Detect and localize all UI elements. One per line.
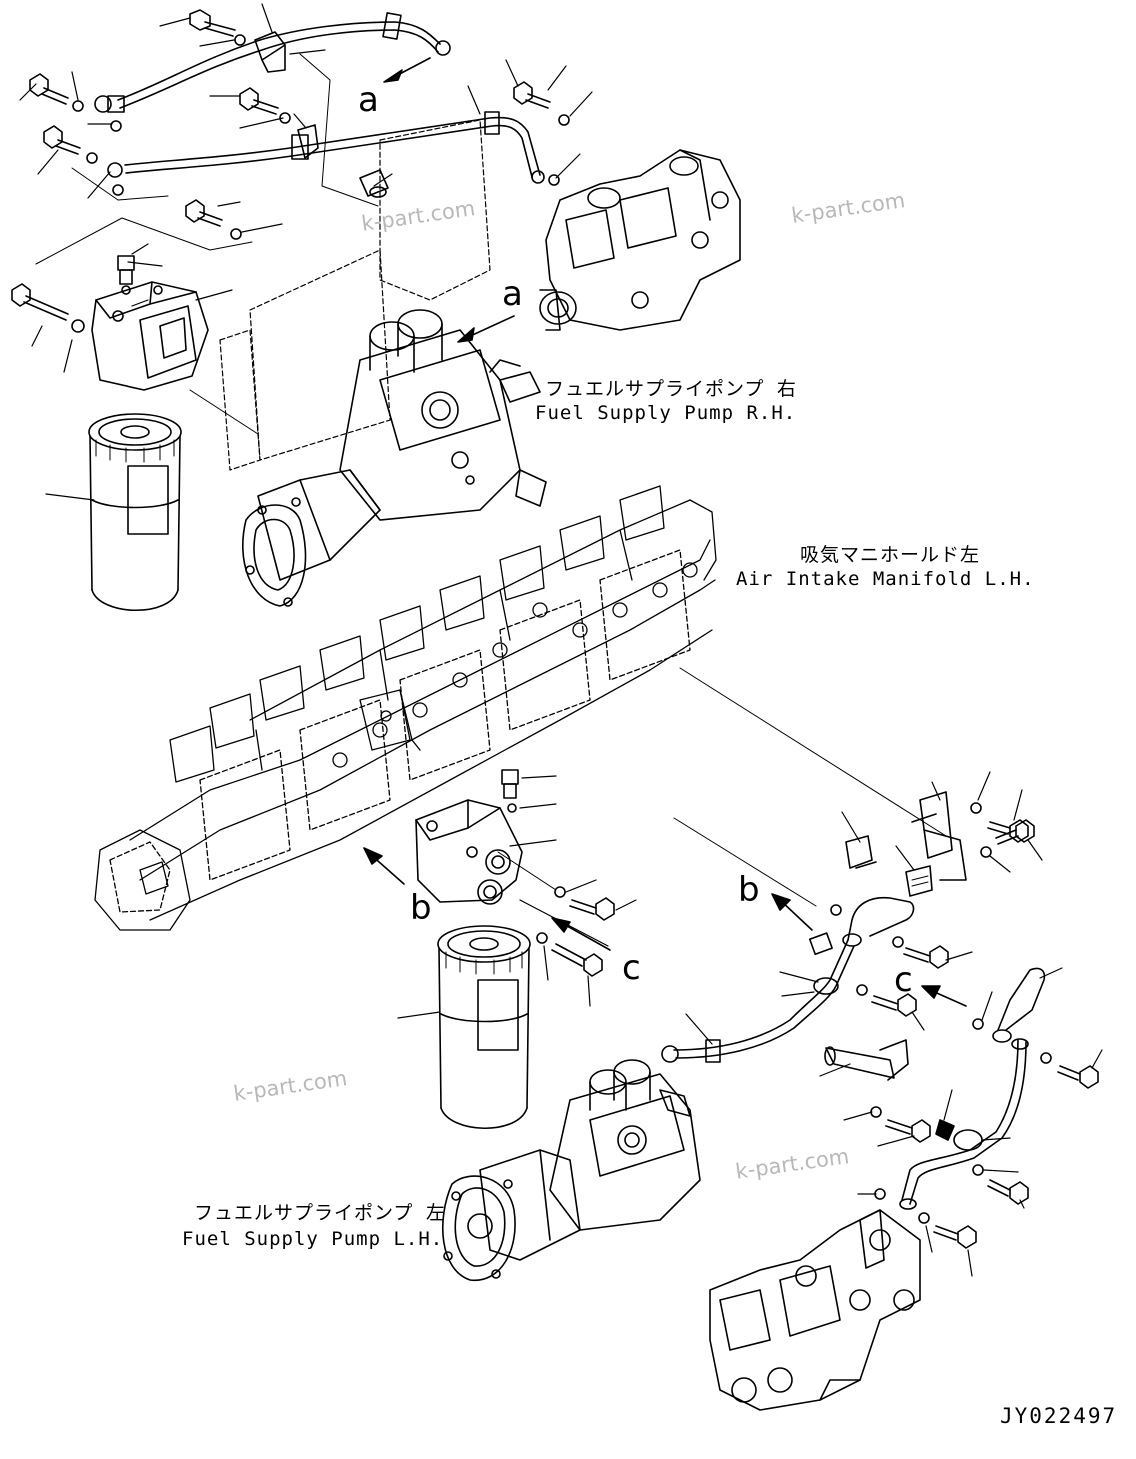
upper-fuel-filter-cartridge xyxy=(88,413,182,612)
leader-line-lower-filter xyxy=(397,1011,441,1019)
hose-clamp-upper xyxy=(254,31,286,73)
fuel-supply-pump-rh xyxy=(242,309,547,607)
hose-clamp-lower xyxy=(297,124,319,159)
leader-lines-top xyxy=(19,3,593,501)
pump-lh-label-en: Fuel Supply Pump L.H. xyxy=(182,1228,444,1250)
pump-lh-label-jp: フュエルサプライポンプ 左 xyxy=(194,1202,446,1224)
air-intake-manifold xyxy=(94,485,717,931)
lower-fuel-pipe xyxy=(899,967,1046,1210)
arrow-b-right xyxy=(771,893,813,931)
pump-rh-label-jp: フュエルサプライポンプ 右 xyxy=(545,378,797,400)
arrow-c-filter xyxy=(551,917,611,951)
lower-fuel-filter-cartridge xyxy=(437,925,531,1130)
arrow-a-top xyxy=(383,57,431,83)
upper-fuel-hose-2 xyxy=(107,111,545,184)
arrow-b-manifold xyxy=(363,847,405,885)
ref-letter-a-top: a xyxy=(358,80,379,120)
lower-fuel-hose xyxy=(661,896,915,1063)
ref-letter-b-right: b xyxy=(738,870,760,910)
ref-letter-a-pump: a xyxy=(502,274,523,314)
upper-filter-head xyxy=(11,255,209,391)
lower-filter-head xyxy=(415,769,615,977)
fuel-supply-pump-lh xyxy=(442,1059,701,1281)
assembly-guide-lines xyxy=(35,53,947,907)
spacer-tube xyxy=(359,169,389,198)
bolt-set-top xyxy=(29,9,570,240)
arrow-a-pump xyxy=(457,315,515,343)
leader-lines-right xyxy=(685,771,1103,1277)
pump-rh-label-en: Fuel Supply Pump R.H. xyxy=(535,402,797,424)
ref-letter-c-right: c xyxy=(894,960,913,1000)
manifold-label-jp: 吸気マニホールド左 xyxy=(800,544,981,566)
bolt-set-lower-right xyxy=(824,1018,1099,1249)
drawing-code: JY022497 xyxy=(1000,1404,1118,1428)
mounting-plate xyxy=(219,119,491,471)
ref-letter-b-left: b xyxy=(410,888,432,928)
ref-letter-c-left: c xyxy=(622,948,641,988)
lower-fuel-manifold-block xyxy=(709,1209,921,1411)
manifold-label-en: Air Intake Manifold L.H. xyxy=(736,568,1035,590)
hose-bracket-right xyxy=(845,791,967,897)
bolt-set-right xyxy=(808,802,1035,1017)
arrow-c-right xyxy=(921,985,967,1007)
upper-fuel-manifold-block xyxy=(539,149,741,331)
upper-fuel-hose-1 xyxy=(94,12,451,113)
